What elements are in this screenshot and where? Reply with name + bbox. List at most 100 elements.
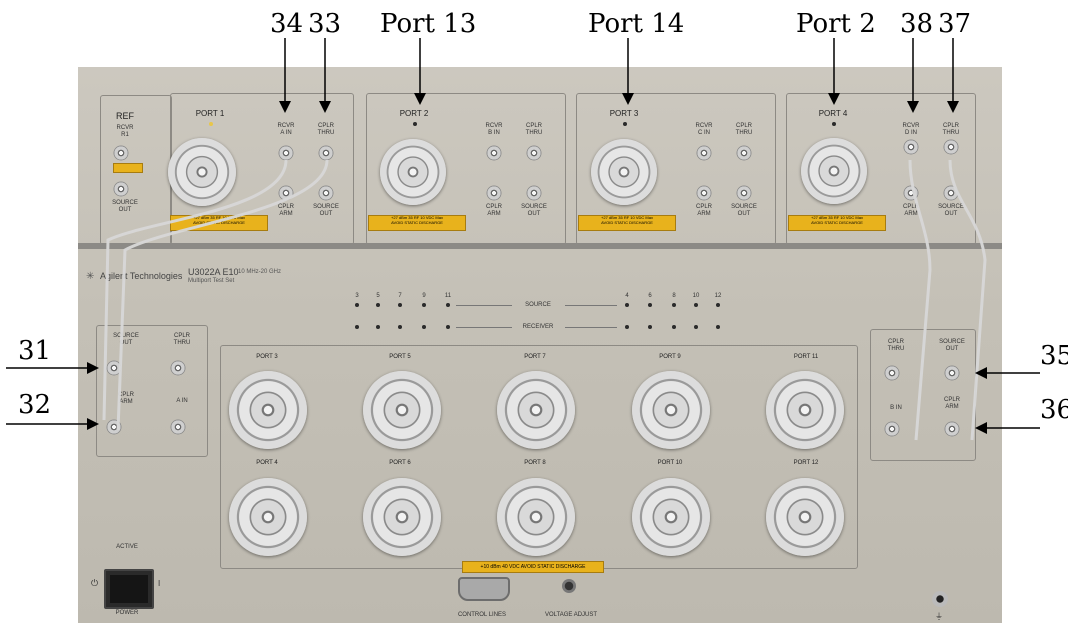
grid-port-9-connector[interactable] <box>632 371 710 449</box>
port-1-rcvr-connector[interactable] <box>278 145 294 161</box>
port-1-rcvr-label: RCVR A IN <box>277 123 295 136</box>
source-led-8 <box>672 303 676 307</box>
port-3-cplr-arm-label: CPLR ARM <box>695 204 713 217</box>
control-lines-connector[interactable] <box>458 577 510 601</box>
port-3-cplr-arm-connector[interactable] <box>696 185 712 201</box>
power-standby-icon: ⏻ <box>91 578 99 588</box>
left-cplr-thru-label: CPLR THRU <box>173 333 191 346</box>
left-cplr-arm-label: CPLR ARM <box>117 392 135 405</box>
grid-port-8-connector[interactable] <box>497 478 575 556</box>
model-subtitle: Multiport Test Set <box>188 278 235 284</box>
receiver-led-8 <box>672 325 676 329</box>
port-3-connector[interactable] <box>591 139 657 205</box>
source-number-4: 4 <box>625 293 629 299</box>
port-3-cplr-thru-label: CPLR THRU <box>735 123 753 136</box>
grid-port-8-label: PORT 8 <box>524 460 546 466</box>
power-switch[interactable] <box>104 569 154 609</box>
grid-port-12-connector[interactable] <box>766 478 844 556</box>
source-number-7: 7 <box>398 293 402 299</box>
port-2-cplr-thru-label: CPLR THRU <box>525 123 543 136</box>
receiver-led-6 <box>648 325 652 329</box>
port-2-warning: +27 dBm 35 RF 10 VDC Max AVOID STATIC DI… <box>368 215 466 231</box>
source-number-9: 9 <box>422 293 426 299</box>
grid-port-6-connector[interactable] <box>363 478 441 556</box>
grid-port-12-label: PORT 12 <box>793 460 819 466</box>
source-row-label: SOURCE <box>525 302 551 308</box>
left-source-out-label: SOURCE OUT <box>113 333 139 346</box>
right-source-out-connector[interactable] <box>944 365 960 381</box>
receiver-led-3 <box>355 325 359 329</box>
ground-terminal[interactable] <box>932 591 948 607</box>
receiver-led-7 <box>398 325 402 329</box>
port-3-source-out-connector[interactable] <box>736 185 752 201</box>
ref-rcvr-connector[interactable] <box>113 145 129 161</box>
port-1-cplr-arm-label: CPLR ARM <box>277 204 295 217</box>
left-a-in-label: A IN <box>176 398 188 404</box>
grid-port-10-connector[interactable] <box>632 478 710 556</box>
right-cplr-thru-connector[interactable] <box>884 365 900 381</box>
receiver-led-5 <box>376 325 380 329</box>
receiver-led-11 <box>446 325 450 329</box>
active-label: ACTIVE <box>116 544 138 550</box>
voltage-adjust-knob[interactable] <box>562 579 576 593</box>
grid-port-7-connector[interactable] <box>497 371 575 449</box>
port-1-warning: +27 dBm 35 RF 10 VDC Max AVOID STATIC DI… <box>170 215 268 231</box>
right-b-in-connector[interactable] <box>884 421 900 437</box>
callout-port-14: Port 14 <box>588 9 685 39</box>
left-cplr-arm-connector[interactable] <box>106 419 122 435</box>
right-cplr-arm-connector[interactable] <box>944 421 960 437</box>
port-2-cplr-arm-label: CPLR ARM <box>485 204 503 217</box>
grid-port-5-connector[interactable] <box>363 371 441 449</box>
source-line-left <box>456 305 512 306</box>
port-1-title: PORT 1 <box>195 109 225 118</box>
port-4-source-out-connector[interactable] <box>943 185 959 201</box>
bottom-warning-label: +10 dBm 40 VDC AVOID STATIC DISCHARGE <box>462 561 604 573</box>
port-4-connector[interactable] <box>801 138 867 204</box>
voltage-adjust-label: VOLTAGE ADJUST <box>544 612 598 618</box>
source-number-11: 11 <box>444 293 452 299</box>
port-3-rcvr-connector[interactable] <box>696 145 712 161</box>
left-cplr-thru-connector[interactable] <box>170 360 186 376</box>
source-number-5: 5 <box>376 293 380 299</box>
port-1-cplr-arm-connector[interactable] <box>278 185 294 201</box>
source-number-10: 10 <box>692 293 700 299</box>
port-1-cplr-thru-connector[interactable] <box>318 145 334 161</box>
callout-37: 37 <box>938 9 972 39</box>
grid-port-4-connector[interactable] <box>229 478 307 556</box>
left-source-out-connector[interactable] <box>106 360 122 376</box>
power-label: POWER <box>115 610 139 616</box>
ref-title: REF <box>116 111 134 121</box>
ref-warning-label <box>113 163 143 173</box>
source-led-3 <box>355 303 359 307</box>
grid-port-9-label: PORT 9 <box>659 354 681 360</box>
instrument-front-panel: REF RCVR R1 SOURCE OUT PORT 1 PORT 2 POR… <box>78 67 1002 623</box>
left-a-in-connector[interactable] <box>170 419 186 435</box>
grid-port-6-label: PORT 6 <box>389 460 411 466</box>
port-1-source-out-connector[interactable] <box>318 185 334 201</box>
source-number-6: 6 <box>648 293 652 299</box>
source-led-7 <box>398 303 402 307</box>
port-4-cplr-thru-connector[interactable] <box>943 139 959 155</box>
callout-35: 35 <box>1040 341 1068 371</box>
receiver-led-10 <box>694 325 698 329</box>
grid-port-11-connector[interactable] <box>766 371 844 449</box>
port-2-source-out-connector[interactable] <box>526 185 542 201</box>
port-2-rcvr-connector[interactable] <box>486 145 502 161</box>
port-2-cplr-thru-connector[interactable] <box>526 145 542 161</box>
callout-34: 34 <box>270 9 304 39</box>
port-2-connector[interactable] <box>380 139 446 205</box>
port-4-rcvr-connector[interactable] <box>903 139 919 155</box>
port-4-cplr-arm-connector[interactable] <box>903 185 919 201</box>
power-on-mark: I <box>158 579 161 588</box>
brand-name: Agilent Technologies <box>100 271 183 281</box>
port-2-cplr-arm-connector[interactable] <box>486 185 502 201</box>
port-1-connector[interactable] <box>168 138 236 206</box>
port-3-cplr-thru-connector[interactable] <box>736 145 752 161</box>
ref-source-connector[interactable] <box>113 181 129 197</box>
grid-port-3-connector[interactable] <box>229 371 307 449</box>
port-3-warning: +27 dBm 35 RF 10 VDC Max AVOID STATIC DI… <box>578 215 676 231</box>
source-led-11 <box>446 303 450 307</box>
grid-port-4-label: PORT 4 <box>256 460 278 466</box>
grid-port-3-label: PORT 3 <box>256 354 278 360</box>
port-3-led <box>623 122 627 126</box>
